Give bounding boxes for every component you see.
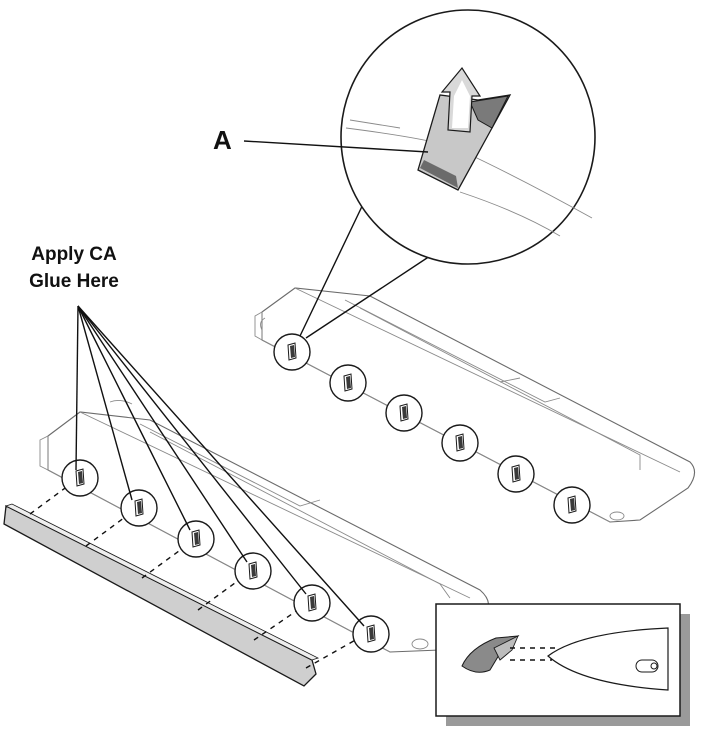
lower-hinge-3 [177, 520, 215, 558]
lower-wing [39, 399, 490, 653]
upper-hinge-5 [497, 455, 535, 493]
up-arrow-icon [440, 66, 482, 133]
upper-wing [254, 287, 696, 523]
inset-detail [435, 603, 690, 726]
upper-hinge-3 [385, 394, 423, 432]
glue-label-line2: Glue Here [29, 271, 119, 292]
upper-hinge-row [273, 333, 591, 524]
glue-label-line1: Apply CA [31, 244, 117, 265]
lower-hinge-row [61, 459, 390, 653]
upper-hinge-2 [329, 364, 367, 402]
magnifier-callout [299, 9, 596, 339]
upper-hinge-1 [273, 333, 311, 371]
lower-hinge-5 [293, 584, 331, 622]
lower-hinge-4 [234, 552, 272, 590]
glue-callout: Apply CA Glue Here [29, 244, 365, 627]
upper-hinge-4 [441, 424, 479, 462]
ca-hinge-icon [461, 635, 520, 673]
upper-hinge-6 [553, 486, 591, 524]
lower-hinge-1 [61, 459, 99, 497]
part-a-callout: A [213, 125, 429, 155]
part-a-label: A [213, 125, 232, 155]
lower-hinge-6 [352, 615, 390, 653]
lower-hinge-2 [120, 489, 158, 527]
hinge-strip [3, 503, 320, 687]
